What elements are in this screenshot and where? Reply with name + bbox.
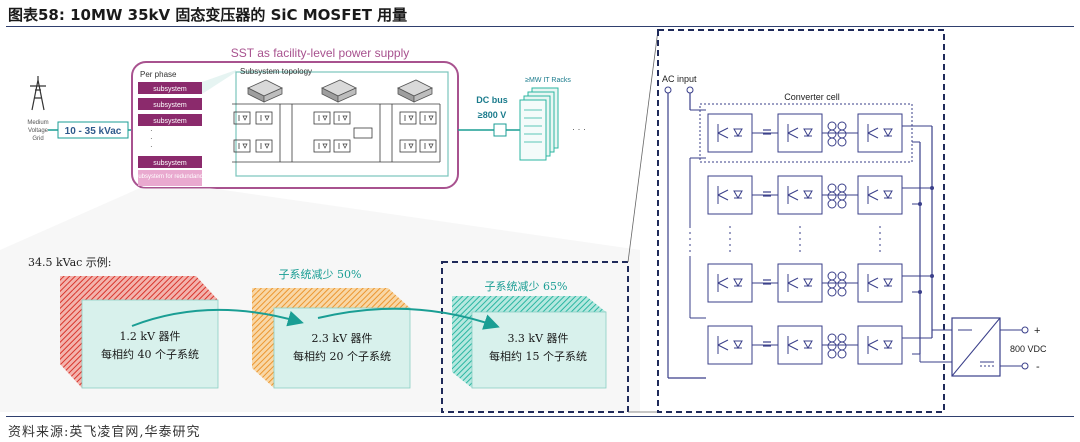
- stack-device-label: 2.3 kV 器件: [311, 332, 372, 345]
- subsystem-box: [138, 156, 202, 168]
- stack-count-label: 每相约 15 个子系统: [489, 349, 587, 363]
- transition-arrow: [131, 309, 304, 327]
- redundancy-box: [138, 170, 202, 186]
- stack-side-face: [452, 296, 472, 388]
- stack-3300v: 3.3 kV 器件 每相约 15 个子系统: [452, 296, 607, 389]
- ellipsis-dot: ·: [150, 126, 153, 135]
- ac-terminal: [664, 86, 672, 94]
- converter-cell-label: Converter cell: [784, 92, 840, 102]
- output-terminal: [1021, 326, 1029, 334]
- stack-side-face: [60, 276, 82, 388]
- ellipsis-dot: ·: [150, 142, 153, 151]
- redundancy-label: Subsystem for redundancy: [134, 174, 205, 180]
- subsystem-box: [138, 82, 202, 94]
- transition-arrow: [317, 307, 500, 330]
- subsystem-label: subsystem: [153, 118, 187, 125]
- stack-top-face: [60, 276, 218, 300]
- stack-count-label: 每相约 40 个子系统: [101, 347, 199, 361]
- top-rule: [6, 26, 1074, 27]
- source-note: 资料来源:英飞凌官网,华泰研究: [8, 425, 201, 440]
- stack-device-label: 3.3 kV 器件: [507, 332, 568, 345]
- highlight-box-3300v: [441, 261, 629, 413]
- converter-row: [707, 113, 903, 153]
- dc-connector-icon: [493, 123, 507, 137]
- subsystem-label: subsystem: [153, 86, 187, 93]
- series-links: [689, 109, 706, 319]
- output-plus: +: [1034, 325, 1040, 337]
- stack-1200v: 1.2 kV 器件 每相约 40 个子系统: [60, 276, 219, 389]
- racks-ellipsis: · · ·: [572, 124, 586, 134]
- example-label: 34.5 kVac 示例:: [28, 255, 112, 269]
- output-minus: -: [1036, 361, 1040, 373]
- converter-row: [707, 263, 903, 303]
- subsystem-label: subsystem: [153, 160, 187, 167]
- stack-top-face: [452, 296, 606, 312]
- converter-row: [707, 325, 903, 365]
- per-phase-label: Per phase: [140, 70, 177, 79]
- subsystem-box: [138, 114, 202, 126]
- reduction-label: 子系统减少 50%: [279, 268, 362, 281]
- dc-output-bus: [902, 125, 952, 363]
- converter-row: [707, 175, 903, 215]
- grid-tower-icon: [30, 76, 46, 111]
- output-voltage-label: 800 VDC: [1010, 344, 1047, 354]
- stack-top-face: [252, 288, 410, 308]
- subsystem-list: subsystem subsystem subsystem · · · subs…: [134, 82, 206, 186]
- ac-input-label: AC input: [662, 74, 697, 84]
- dc-bus-label: DC bus: [476, 95, 508, 105]
- topology-circuit: [232, 103, 441, 163]
- dc-bus-value: ≥800 V: [478, 110, 506, 120]
- row-ellipsis: [689, 226, 881, 256]
- topology-label: Subsystem topology: [240, 67, 312, 76]
- zoom-wedge: [202, 70, 236, 94]
- subsystem-box: [138, 98, 202, 110]
- reduction-label: 子系统减少 65%: [485, 280, 568, 293]
- output-terminal: [1021, 362, 1029, 370]
- dc-dc-converter-icon: [951, 317, 1001, 377]
- stack-count-label: 每相约 20 个子系统: [293, 349, 391, 363]
- voltage-badge-label: 10 - 35 kVac: [65, 126, 122, 137]
- facility-heading: SST as facility-level power supply: [231, 46, 410, 60]
- converter-cell-outline: [699, 103, 913, 163]
- ac-terminal: [686, 86, 694, 94]
- it-racks-icon: [519, 87, 559, 161]
- ellipsis-dot: ·: [150, 134, 153, 143]
- bottom-rule: [6, 416, 1074, 417]
- stack-2300v: 2.3 kV 器件 每相约 20 个子系统: [252, 288, 411, 389]
- figure-title: 图表58: 10MW 35kV 固态变压器的 SiC MOSFET 用量: [8, 6, 408, 24]
- racks-label: ≥MW IT Racks: [525, 77, 571, 84]
- subsystem-label: subsystem: [153, 102, 187, 109]
- callout-line: [627, 29, 659, 263]
- stack-front-face: [81, 299, 219, 389]
- stack-device-label: 1.2 kV 器件: [119, 330, 180, 343]
- voltage-badge: [57, 121, 129, 139]
